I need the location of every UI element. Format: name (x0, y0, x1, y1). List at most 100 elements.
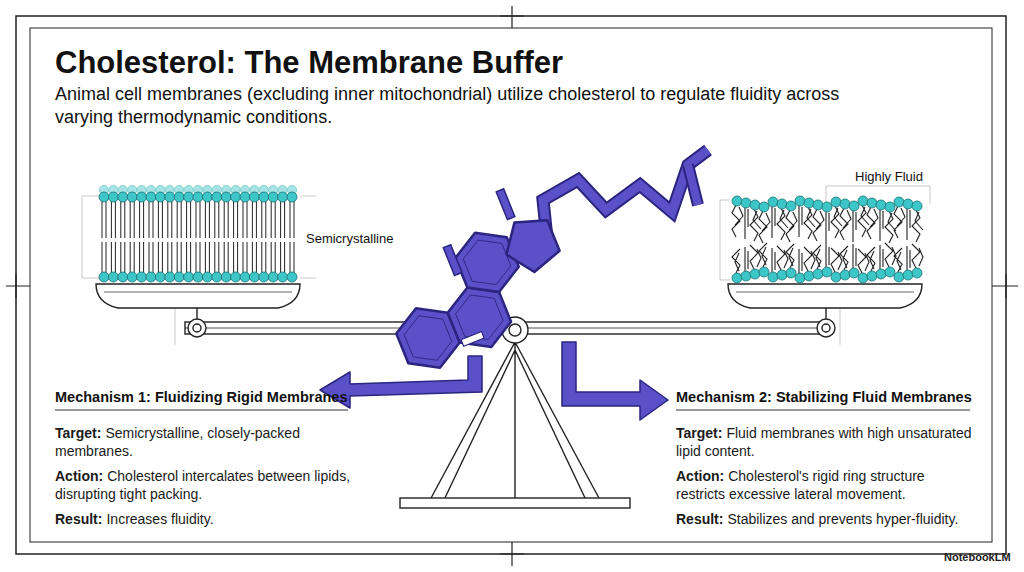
steroid-rings (361, 178, 583, 378)
lipid-head (894, 197, 904, 207)
lipid-head (137, 272, 147, 282)
lipid-tail (243, 201, 247, 274)
left-pan (96, 284, 300, 308)
lipid-tail (177, 201, 181, 274)
lipid-head (903, 270, 913, 280)
lipid-head (867, 198, 877, 208)
lipid-tail (290, 201, 294, 274)
detail-row: Action:Cholesterol intercalates between … (55, 467, 355, 503)
membrane-label: Semicrystalline (306, 231, 393, 247)
lipid-head (268, 192, 278, 202)
lipid-head (849, 201, 859, 211)
right-pivot (817, 319, 835, 337)
lipid-tail (826, 211, 829, 267)
right-pan-rim (736, 292, 914, 293)
field-name: Target: (55, 425, 101, 441)
crop-marks (6, 6, 1018, 566)
frame (6, 6, 1018, 566)
lipid-tail (281, 201, 285, 274)
field-name: Action: (55, 468, 103, 484)
lipid-head (858, 196, 868, 206)
lipid-head (750, 269, 760, 279)
lipid-head (118, 192, 128, 202)
lipid-head (165, 272, 175, 282)
lipid-head (867, 271, 877, 281)
lipid-head (184, 272, 194, 282)
lipid-head (903, 199, 913, 209)
outer-border (16, 16, 1006, 554)
field-name: Target: (676, 425, 722, 441)
watermark: NotebookLM (944, 551, 1011, 565)
lipid-head (127, 272, 137, 282)
lipid-tail (149, 201, 153, 274)
arrows (320, 342, 668, 420)
lipid-head (822, 267, 832, 277)
lipid-head (240, 192, 250, 202)
heading-underline (55, 410, 348, 411)
lipid-tail (759, 211, 770, 267)
lipid-head (202, 192, 212, 202)
lipid-head (786, 268, 796, 278)
left-pan-rim (104, 292, 292, 293)
lipid-tail (168, 201, 172, 274)
lipid-tail (894, 206, 905, 272)
pentagon-ring (496, 211, 563, 279)
lipid-head (146, 192, 156, 202)
lipid-head (786, 201, 796, 211)
fluid-membrane (732, 196, 923, 283)
lipid-tail (840, 208, 851, 270)
lipid-tail (102, 201, 106, 274)
lipid-head (212, 272, 222, 282)
rigid-membrane (99, 185, 297, 282)
lipid-head (876, 269, 886, 279)
lipid-head (99, 272, 109, 282)
lipid-tail (205, 201, 209, 274)
lipid-tail (262, 201, 266, 274)
lipid-head (795, 196, 805, 206)
cholesterol-molecule (361, 150, 708, 378)
lipid-head (108, 192, 118, 202)
lipid-head (813, 269, 823, 279)
lipid-head (750, 200, 760, 210)
lipid-tail (271, 201, 275, 274)
lipid-head (165, 192, 175, 202)
lipid-head (840, 270, 850, 280)
section-heading: Mechanism 2: Stabilizing Fluid Membranes (676, 388, 972, 406)
lipid-tail (732, 205, 743, 273)
lipid-head (268, 272, 278, 282)
stand-base (400, 498, 630, 508)
lipid-head (155, 272, 165, 282)
membrane-label: Highly Fluid (855, 169, 923, 185)
lipid-tail (158, 201, 162, 274)
lipid-head (108, 272, 118, 282)
lipid-head (240, 272, 250, 282)
left-pivot-inner (193, 324, 201, 332)
lipid-head (912, 268, 922, 278)
lipid-head (741, 198, 751, 208)
lipid-head (221, 272, 231, 282)
lipid-tail (234, 201, 238, 274)
lipid-tail (252, 201, 256, 274)
right-arrow (562, 342, 668, 420)
lipid-tail (772, 206, 775, 272)
center-pivot-inner (509, 324, 521, 336)
methyl-group (443, 245, 462, 276)
lipid-head (885, 202, 895, 212)
lipid-head (146, 272, 156, 282)
lipid-tail (111, 201, 115, 274)
lipid-head (840, 199, 850, 209)
lipid-head (732, 273, 742, 283)
lipid-tail (907, 208, 910, 270)
lipid-head (278, 192, 288, 202)
side-chain-branch (688, 165, 698, 205)
lipid-tail (799, 205, 802, 273)
lipid-head (184, 192, 194, 202)
lipid-head (231, 272, 241, 282)
detail-row: Target:Semicrystalline, closely-packed m… (55, 424, 355, 460)
right-pivot-inner (822, 324, 830, 332)
lipid-head (127, 192, 137, 202)
lipid-head (118, 272, 128, 282)
lipid-tail (187, 201, 191, 274)
lipid-tail (853, 210, 856, 268)
